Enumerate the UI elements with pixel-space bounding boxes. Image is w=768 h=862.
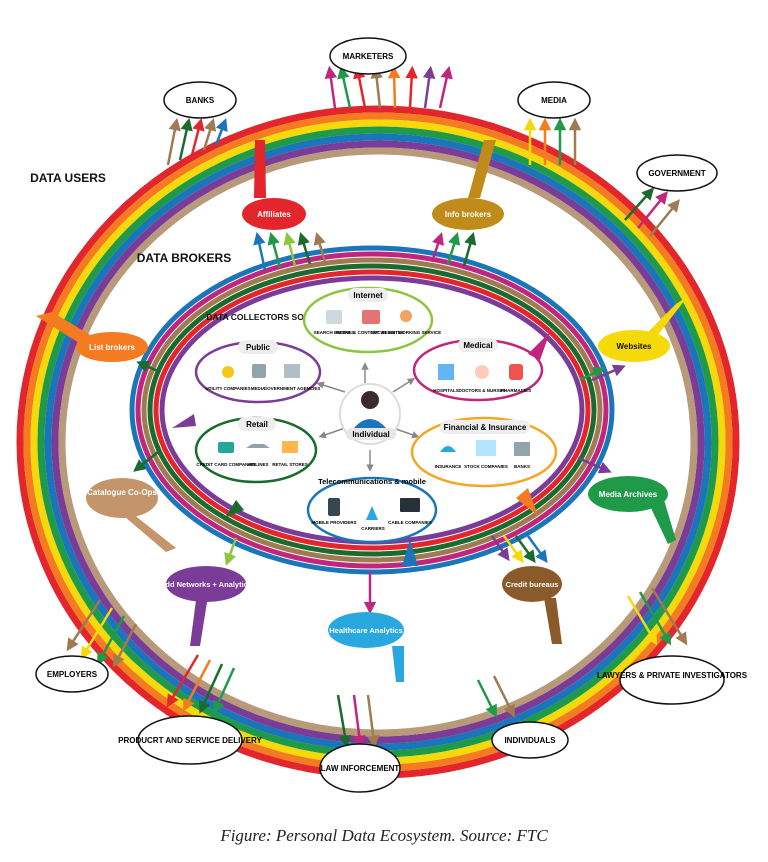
individual-node: Individual: [339, 383, 401, 445]
source-retail: Retail CREDIT CARD COMPANIES AIRLINES RE…: [194, 416, 318, 484]
add-networks-label: Add Networks + Analytics: [160, 580, 252, 589]
affiliates-label: Affiliates: [257, 210, 291, 219]
websites-label: Websites: [617, 342, 653, 351]
hospital-icon: [438, 364, 454, 380]
public-item-3: GOVERNMENT AGENCIES: [264, 386, 321, 391]
source-financial: Financial & Insurance INSURANCE STOCK CO…: [410, 416, 558, 488]
credit-card-icon: [218, 442, 234, 453]
medical-item-3: PHARMACIES: [501, 388, 531, 393]
collectors-title: DATA COLLECTORS SOURCES: [206, 312, 334, 322]
credit-bureaus-label: Credit bureaus: [506, 580, 559, 589]
broker-catalogue: Catalogue Co-Ops: [86, 478, 176, 552]
inner-ring: [129, 245, 615, 575]
telecom-item-1: MOBILE PROVIDERS: [311, 520, 356, 525]
data-brokers-title: DATA BROKERS: [137, 251, 231, 265]
individuals-label: INDIVIDUALS: [504, 736, 556, 745]
financial-title: Financial & Insurance: [444, 423, 527, 432]
source-internet: Internet SEARCH ENGINES RETAIL & CONTENT…: [302, 286, 441, 354]
media-icon: [252, 364, 266, 378]
mobile-phone-icon: [328, 498, 340, 516]
medical-title: Medical: [463, 341, 492, 350]
product-label: PRODUCRT AND SERVICE DELIVERY: [118, 736, 262, 745]
user-law: LAW INFORCEMENT: [319, 743, 401, 793]
telecom-item-3: CABLE COMPANIES: [388, 520, 432, 525]
user-banks: BANKS: [163, 81, 237, 119]
airplane-icon: [246, 444, 270, 448]
marketers-label: MARKETERS: [343, 52, 394, 61]
media-label: MEDIA: [541, 96, 567, 105]
user-marketers: MARKETERS: [329, 37, 407, 75]
lightbulb-icon: [222, 366, 234, 378]
source-medical: Medical HOSPITALS DOCTORS & NURSES PHARM…: [412, 338, 544, 402]
telecom-item-2: CARRIERS: [361, 526, 385, 531]
employers-label: EMPLOYERS: [47, 670, 98, 679]
figure-caption: Figure: Personal Data Ecosystem. Source:…: [220, 826, 548, 845]
financial-item-1: INSURANCE: [435, 464, 462, 469]
healthcare-label: Healthcare Analytics: [329, 626, 403, 635]
banks-label: BANKS: [186, 96, 215, 105]
public-item-1: UTILITY COMPANIES: [205, 386, 250, 391]
medical-item-2: DOCTORS & NURSES: [459, 388, 506, 393]
internet-item-1: SEARCH ENGINES: [314, 330, 355, 335]
public-title: Public: [246, 343, 271, 352]
source-telecom: Telecommunications & mobile MOBILE PROVI…: [306, 476, 438, 544]
retail-item-2: AIRLINES: [247, 462, 268, 467]
source-public: Public UTILITY COMPANIES MEDIA GOVERNMEN…: [194, 340, 322, 404]
retail-title: Retail: [246, 420, 268, 429]
social-network-icon: [400, 310, 412, 322]
person-icon: [361, 391, 379, 409]
internet-item-2: RETAIL & CONTENT WEBSITES: [336, 330, 404, 335]
government-building-icon: [284, 364, 300, 378]
inner-tails: [172, 332, 550, 566]
user-product: PRODUCRT AND SERVICE DELIVERY: [118, 715, 263, 765]
broker-healthcare: Healthcare Analytics: [328, 612, 404, 682]
data-users-title: DATA USERS: [30, 171, 106, 185]
broker-info: Info brokers: [432, 140, 504, 230]
individual-label: Individual: [352, 430, 389, 439]
user-lawyers: LAWYERS & PRIVATE INVESTIGATORS: [597, 655, 748, 705]
store-icon: [282, 441, 298, 453]
broker-media-archives: Media Archives: [588, 476, 676, 544]
antenna-icon: [366, 506, 378, 520]
user-media: MEDIA: [517, 81, 591, 119]
retail-website-icon: [362, 310, 380, 324]
list-brokers-label: List brokers: [89, 343, 135, 352]
broker-arrows: [133, 231, 626, 615]
tv-icon: [400, 498, 420, 512]
user-employers: EMPLOYERS: [35, 655, 109, 693]
broker-credit: Credit bureaus: [502, 566, 562, 644]
retail-item-3: RETAIL STORES: [272, 462, 308, 467]
medical-item-1: HOSPITALS: [433, 388, 458, 393]
government-label: GOVERNMENT: [648, 169, 705, 178]
user-government: GOVERNMENT: [636, 154, 718, 192]
broker-affiliates: Affiliates: [242, 140, 306, 230]
public-item-2: MEDIA: [251, 386, 266, 391]
broker-add-networks: Add Networks + Analytics: [160, 566, 252, 646]
broker-list: List brokers: [36, 312, 148, 362]
telecom-title: Telecommunications & mobile: [318, 477, 426, 486]
user-individuals: INDIVIDUALS: [491, 721, 569, 759]
internet-title: Internet: [353, 291, 383, 300]
info-brokers-label: Info brokers: [445, 210, 492, 219]
search-engine-icon: [326, 310, 342, 324]
financial-item-2: STOCK COMPANIES: [464, 464, 508, 469]
financial-item-3: BANKS: [514, 464, 530, 469]
pharmacy-icon: [509, 364, 523, 380]
umbrella-icon: [440, 446, 456, 452]
internet-item-3: SOCIAL NETWORKING SERVICE: [371, 330, 441, 335]
lawyers-label: LAWYERS & PRIVATE INVESTIGATORS: [597, 671, 748, 680]
catalogue-label: Catalogue Co-Ops: [87, 488, 157, 497]
retail-item-1: CREDIT CARD COMPANIES: [196, 462, 255, 467]
doctor-icon: [475, 365, 489, 379]
law-label: LAW INFORCEMENT: [321, 764, 400, 773]
stock-chart-icon: [476, 440, 496, 456]
user-arrows: [66, 65, 688, 749]
broker-websites: Websites: [598, 296, 688, 362]
bank-building-icon: [514, 442, 530, 456]
media-archives-label: Media Archives: [599, 490, 658, 499]
